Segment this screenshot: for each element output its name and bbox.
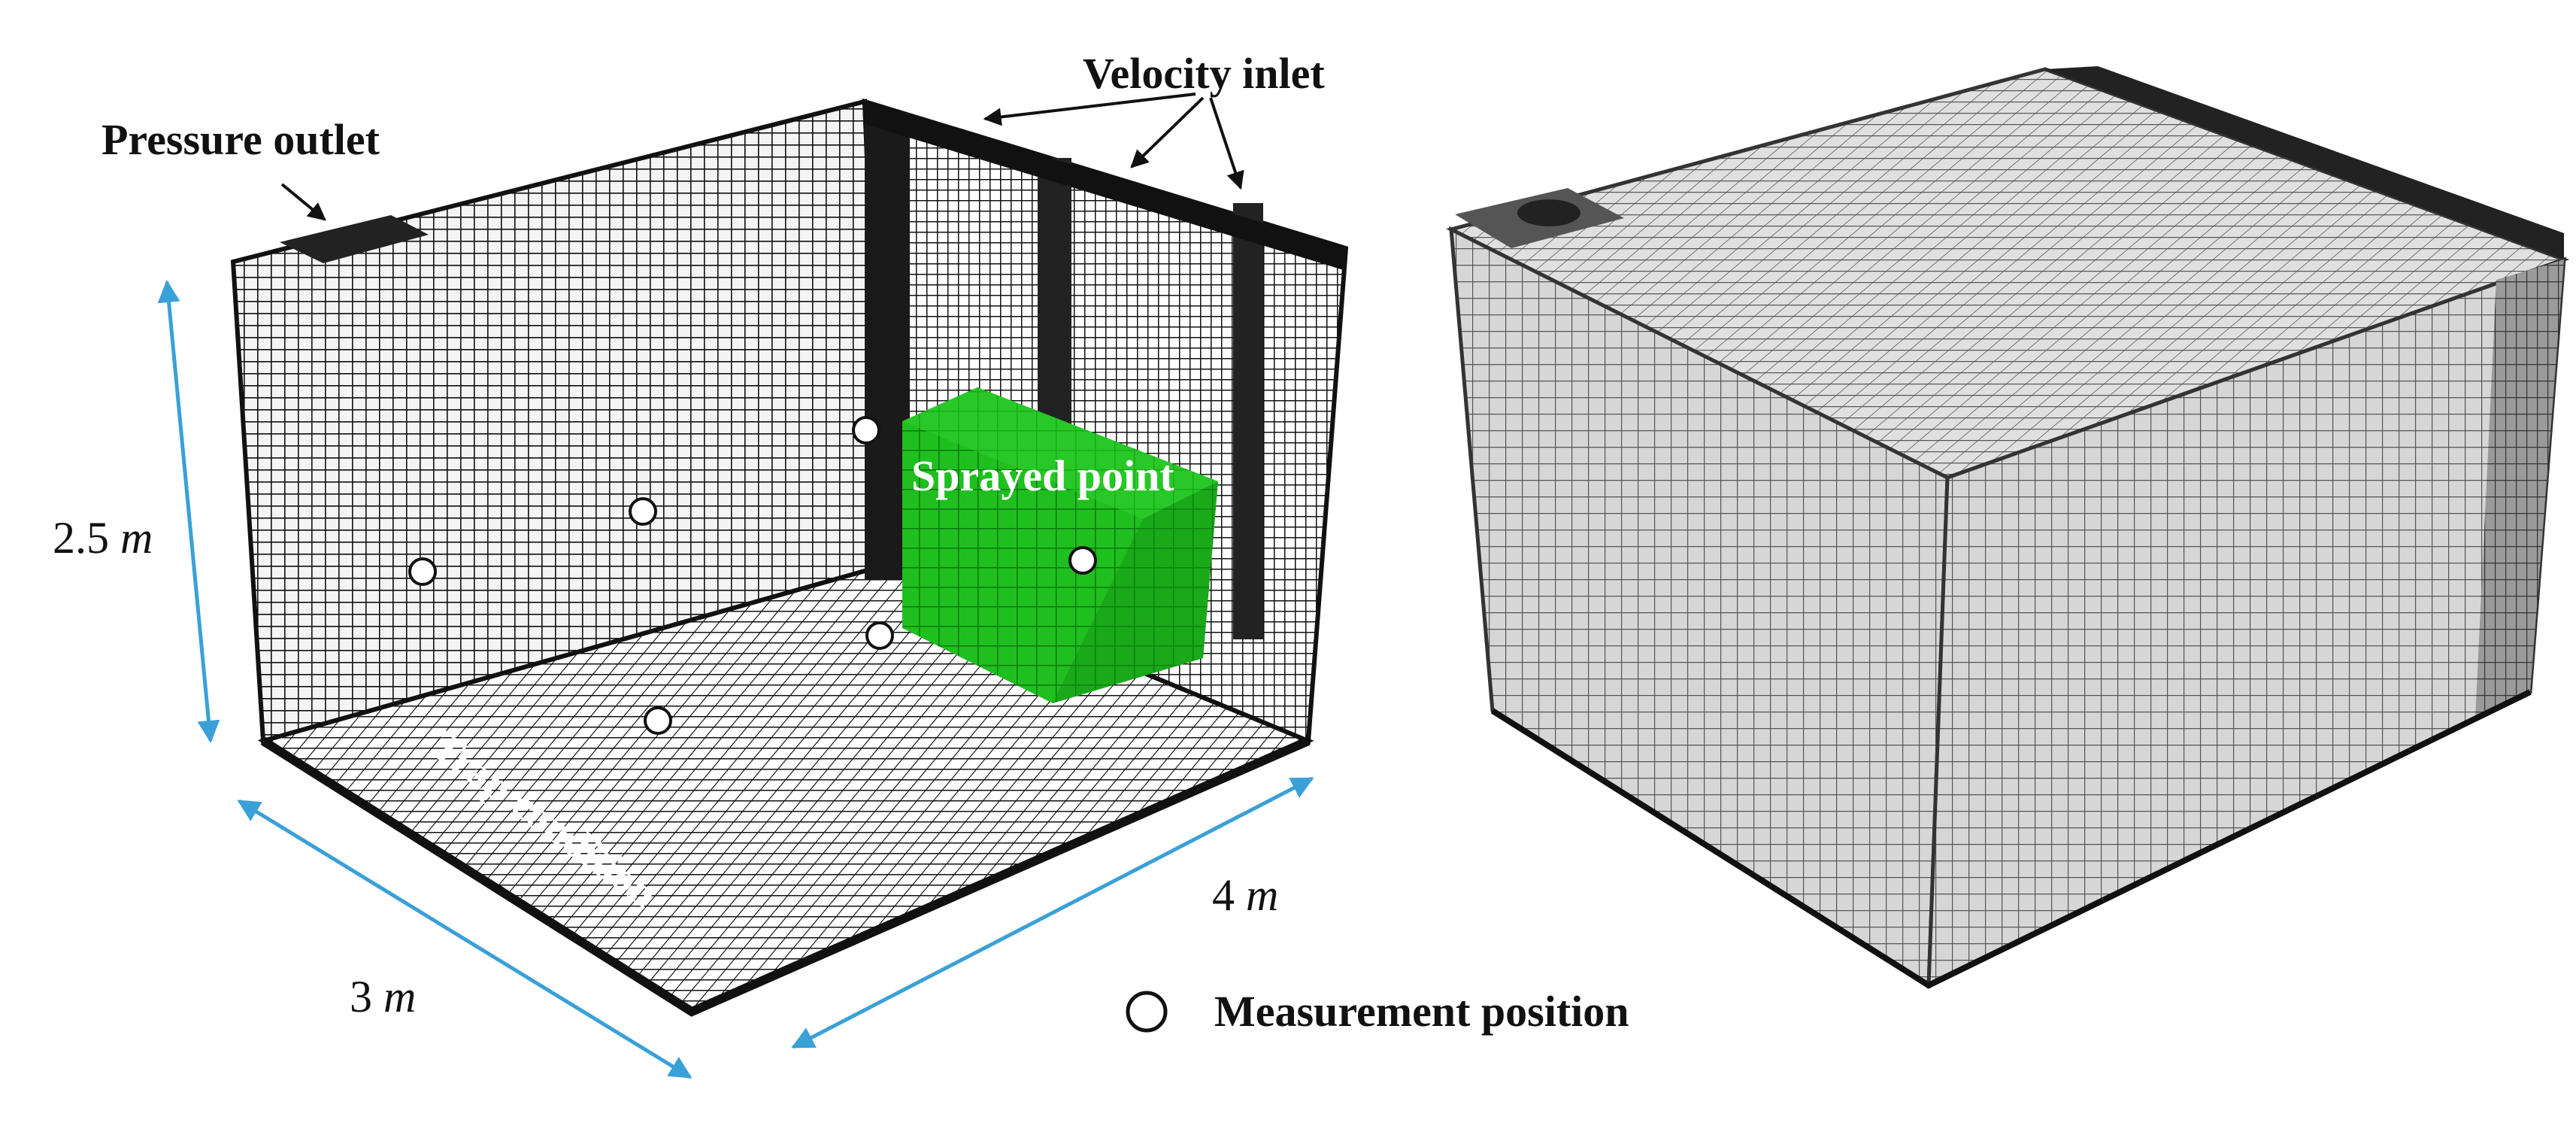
mesh-dense-column [1233, 203, 1263, 639]
width-dimension-arrow [237, 799, 692, 1079]
width-dimension-label: 3 m [350, 972, 416, 1021]
legend-label: Measurement position [1214, 987, 1629, 1036]
cutaway-mesh-model: Sprayed point Trap condition Velocity in… [53, 49, 1349, 1079]
solid-dense-band [2045, 66, 2564, 259]
white-circle-icon [1126, 991, 1168, 1033]
pressure-outlet-arrow [280, 183, 326, 221]
solid-mesh-model [1446, 66, 2570, 989]
mesh-top-edge-band [865, 102, 1346, 271]
velocity-inlet-arrows [983, 93, 1244, 190]
pressure-outlet-label: Pressure outlet [102, 115, 380, 164]
pressure-outlet-patch [280, 215, 429, 263]
measurement-point [1068, 546, 1097, 575]
sprayed-point-label: Sprayed point [911, 451, 1174, 500]
measurement-point [644, 706, 672, 735]
legend: Measurement position [1126, 987, 1629, 1036]
length-dimension-label: 4 m [1212, 870, 1278, 920]
measurement-points [408, 416, 1097, 735]
measurement-point [629, 497, 657, 526]
solid-bottom-edge [1490, 689, 2532, 989]
solid-outlet-opening [1517, 199, 1580, 226]
height-dimension-label: 2.5 m [53, 513, 153, 563]
sprayed-point-volume [902, 387, 1218, 703]
measurement-point [852, 416, 880, 445]
length-dimension-arrow [791, 776, 1314, 1049]
measurement-point [408, 557, 437, 586]
height-dimension-arrow [157, 280, 220, 743]
velocity-inlet-label: Velocity inlet [1083, 49, 1325, 98]
solid-dense-side-band [2475, 259, 2564, 718]
measurement-point [865, 621, 894, 650]
